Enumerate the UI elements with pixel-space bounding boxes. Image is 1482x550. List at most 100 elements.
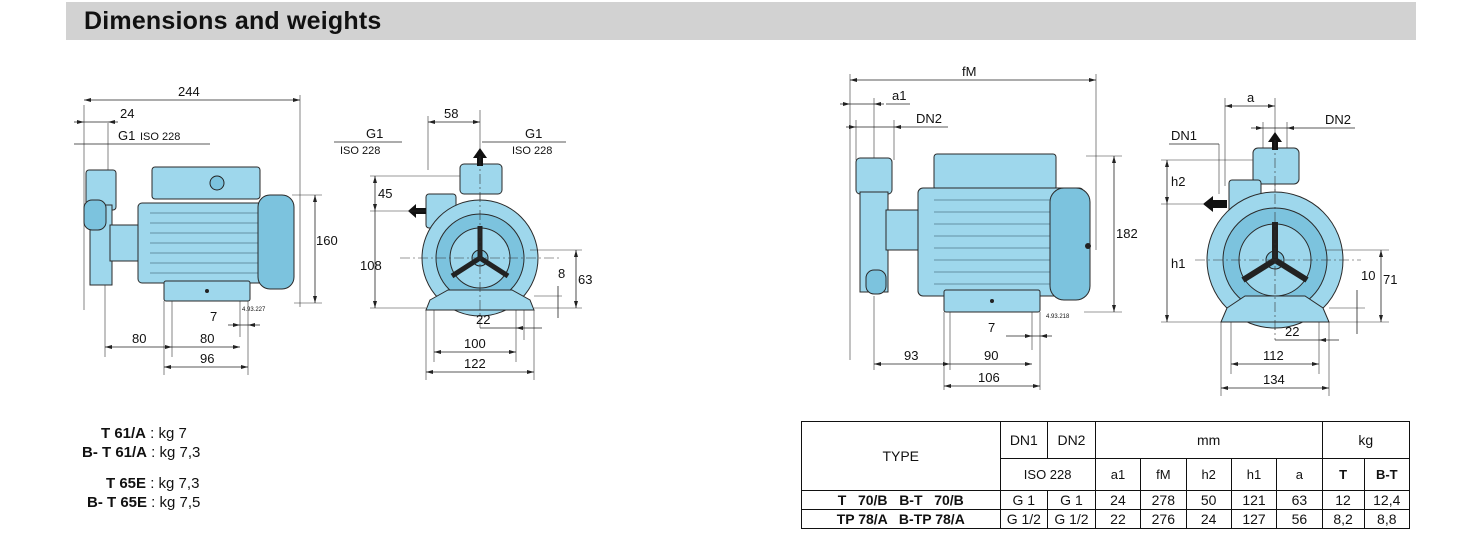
table-cell-dn2: G 1 xyxy=(1047,490,1096,510)
dim-22-front: 22 xyxy=(1285,324,1299,339)
dim-80b: 80 xyxy=(200,331,214,346)
table-cell-h2: 24 xyxy=(1185,509,1232,529)
table-cell-a: 56 xyxy=(1276,509,1323,529)
table-row: TP 78/A B-TP 78/A G 1/2 G 1/2 22 276 24 … xyxy=(801,509,1411,529)
side-view-drawing-right: fM a1 DN2 4.93.218 182 7 93 90 106 xyxy=(840,64,1138,390)
dim-dn1: DN1 xyxy=(1171,128,1197,143)
weight-model: T 61/A xyxy=(101,425,147,442)
table-cell-a1: 22 xyxy=(1094,509,1142,529)
table-row: T 70/B B-T 70/B G 1 G 1 24 278 50 121 63… xyxy=(801,490,1411,510)
dim-90: 90 xyxy=(984,348,998,363)
table-col-a1: a1 xyxy=(1094,458,1142,491)
dim-8: 8 xyxy=(558,266,565,281)
weight-sep: : xyxy=(147,444,160,461)
table-cell-t: 12 xyxy=(1321,490,1365,510)
table-header-kg: kg xyxy=(1321,421,1411,459)
table-cell-t: 8,2 xyxy=(1321,509,1365,529)
dim-160: 160 xyxy=(316,233,338,248)
dim-g1-left: G1 xyxy=(366,126,383,141)
dim-96: 96 xyxy=(200,351,214,366)
dim-fm: fM xyxy=(962,64,976,79)
table-header-dn1: DN1 xyxy=(999,421,1049,459)
dim-g1: G1 xyxy=(118,128,135,143)
dim-a: a xyxy=(1247,90,1255,105)
table-col-a: a xyxy=(1276,458,1323,491)
dim-122: 122 xyxy=(464,356,486,371)
weight-value: kg 7,3 xyxy=(159,444,201,461)
drawing-ref-4-93-218: 4.93.218 xyxy=(1046,314,1070,320)
table-cell-a1: 24 xyxy=(1094,490,1142,510)
table-cell-dn1: G 1 xyxy=(999,490,1049,510)
dim-108: 108 xyxy=(360,258,382,273)
weight-item: T 65E : kg 7,3 xyxy=(82,474,200,493)
weight-value: kg 7,3 xyxy=(158,475,200,492)
dim-112: 112 xyxy=(1263,348,1284,363)
table-cell-type: T 70/B B-T 70/B xyxy=(801,490,1001,510)
dim-93: 93 xyxy=(904,348,918,363)
dim-dn2: DN2 xyxy=(916,111,942,126)
dim-24: 24 xyxy=(120,106,134,121)
dim-7: 7 xyxy=(210,309,217,324)
front-view-drawing-left: G1 ISO 228 G1 ISO 228 58 45 108 8 63 22 xyxy=(334,106,592,380)
dim-80a: 80 xyxy=(132,331,146,346)
side-view-drawing-left: 244 24 G1 ISO 228 4.93.227 160 7 80 80 9… xyxy=(74,84,338,375)
dim-106: 106 xyxy=(978,370,1000,385)
table-col-fm: fM xyxy=(1140,458,1187,491)
weight-item: B- T 65E : kg 7,5 xyxy=(82,493,200,512)
weight-value: kg 7 xyxy=(158,425,187,442)
dim-244: 244 xyxy=(178,84,200,99)
dim-iso-228: ISO 228 xyxy=(140,131,180,143)
dim-71: 71 xyxy=(1383,272,1397,287)
weight-model: B- T 61/A xyxy=(82,444,148,461)
table-cell-a: 63 xyxy=(1276,490,1323,510)
weight-item: T 61/A : kg 7 xyxy=(82,424,200,443)
section-header: Dimensions and weights xyxy=(66,2,1416,40)
weight-model: B- T 65E xyxy=(87,494,148,511)
table-header-type: TYPE xyxy=(801,421,1001,491)
table-cell-fm: 276 xyxy=(1140,509,1187,529)
front-view-drawing-right: a DN2 DN1 h2 h1 10 71 22 112 134 xyxy=(1161,90,1397,396)
dim-dn2-front: DN2 xyxy=(1325,112,1351,127)
dimensions-table: TYPE DN1 DN2 mm kg ISO 228 a1 fM h2 h1 a… xyxy=(801,421,1411,529)
weight-sep: : xyxy=(146,425,159,442)
dim-a1: a1 xyxy=(892,88,906,103)
dim-58: 58 xyxy=(444,106,458,121)
dim-45: 45 xyxy=(378,186,392,201)
table-header-mm: mm xyxy=(1094,421,1323,459)
table-cell-h2: 50 xyxy=(1185,490,1232,510)
drawing-ref-4-93-227: 4.93.227 xyxy=(242,307,266,313)
weight-value: kg 7,5 xyxy=(159,494,201,511)
dim-182: 182 xyxy=(1116,226,1138,241)
weights-list: T 61/A : kg 7 B- T 61/A : kg 7,3 T 65E :… xyxy=(82,424,200,512)
page-title: Dimensions and weights xyxy=(84,7,382,35)
table-cell-bt: 12,4 xyxy=(1363,490,1411,510)
weight-model: T 65E xyxy=(106,475,147,492)
dim-iso-left: ISO 228 xyxy=(340,145,380,157)
dim-h2: h2 xyxy=(1171,174,1185,189)
dim-10: 10 xyxy=(1361,268,1375,283)
table-cell-h1: 127 xyxy=(1230,509,1278,529)
dim-22: 22 xyxy=(476,312,490,327)
table-header-iso: ISO 228 xyxy=(999,458,1096,491)
dim-7-right: 7 xyxy=(988,320,995,335)
table-cell-fm: 278 xyxy=(1140,490,1187,510)
weight-item: B- T 61/A : kg 7,3 xyxy=(82,443,200,462)
weight-sep: : xyxy=(147,494,160,511)
table-col-h1: h1 xyxy=(1230,458,1278,491)
table-cell-bt: 8,8 xyxy=(1363,509,1411,529)
dim-100: 100 xyxy=(464,336,486,351)
table-col-t: T xyxy=(1321,458,1365,491)
table-header-dn2: DN2 xyxy=(1047,421,1096,459)
table-cell-type: TP 78/A B-TP 78/A xyxy=(801,509,1001,529)
table-cell-dn2: G 1/2 xyxy=(1047,509,1096,529)
table-col-bt: B-T xyxy=(1363,458,1411,491)
dim-h1: h1 xyxy=(1171,256,1185,271)
dim-134: 134 xyxy=(1263,372,1285,387)
table-cell-h1: 121 xyxy=(1230,490,1278,510)
weight-sep: : xyxy=(146,475,159,492)
dim-63: 63 xyxy=(578,272,592,287)
dim-g1-right-label: G1 xyxy=(525,126,542,141)
table-cell-dn1: G 1/2 xyxy=(999,509,1049,529)
dim-iso-right: ISO 228 xyxy=(512,145,552,157)
table-col-h2: h2 xyxy=(1185,458,1232,491)
